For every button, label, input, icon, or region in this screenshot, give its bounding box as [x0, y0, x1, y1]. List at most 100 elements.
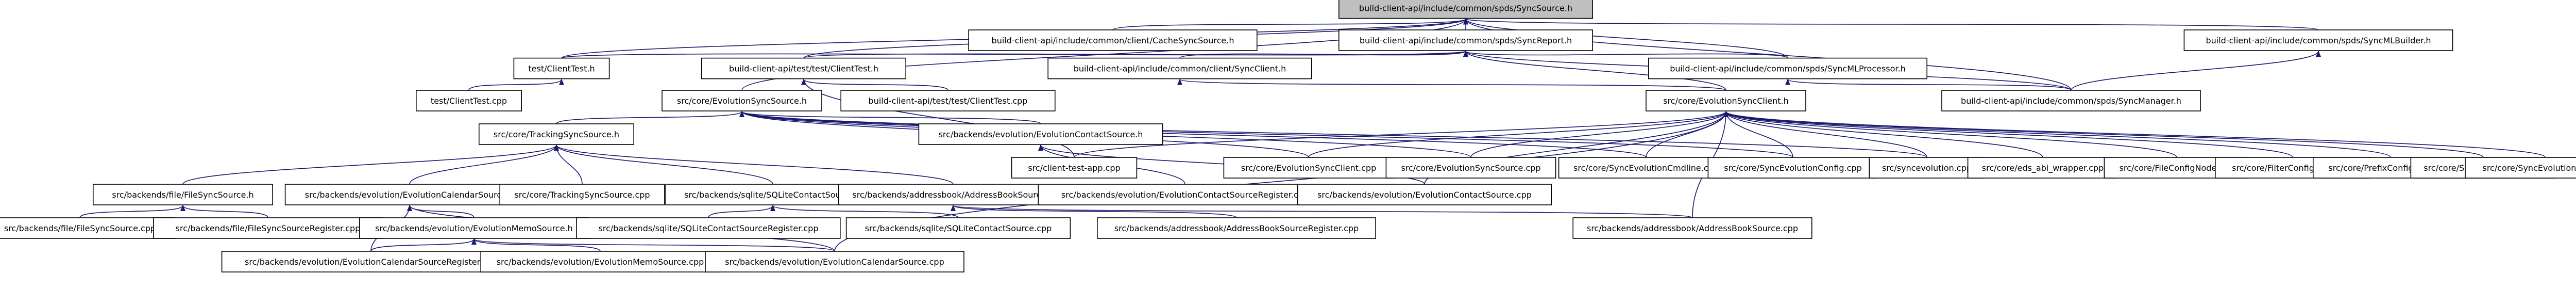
dependency-edge — [1308, 111, 1728, 158]
file-node-label: src/backends/sqlite/SQLiteContactSource.… — [684, 190, 861, 200]
file-node-label: src/core/FileConfigNode.cpp — [2120, 163, 2234, 173]
file-node-label: build-client-api/include/common/spds/Syn… — [1961, 96, 2181, 106]
file-node-filesyncsource-h[interactable]: src/backends/file/FileSyncSource.h — [93, 184, 273, 205]
dependency-edge — [471, 238, 601, 252]
file-node-box — [499, 184, 665, 205]
file-node-box — [1011, 157, 1138, 179]
file-node-test-clienttest-cpp[interactable]: test/ClientTest.cpp — [415, 90, 522, 111]
file-node-box — [513, 57, 610, 79]
dependency-edge — [1470, 111, 1728, 158]
file-node-syncclient-h[interactable]: build-client-api/include/common/client/S… — [1047, 57, 1312, 79]
file-node-syncevolution-cpp[interactable]: src/syncevolution.cpp — [1869, 157, 1985, 179]
dependency-edge — [182, 145, 559, 185]
file-node-label: src/backends/evolution/EvolutionCalendar… — [305, 190, 515, 200]
dependency-edges — [79, 18, 2546, 252]
file-node-label: src/syncevolution.cpp — [1882, 163, 1972, 173]
dependency-edge — [1723, 111, 2293, 158]
file-node-label: src/backends/file/FileSyncSource.cpp — [4, 223, 156, 233]
file-node-evolutioncalendarsource-h[interactable]: src/backends/evolution/EvolutionCalendar… — [284, 184, 535, 205]
file-node-bca-test-clienttest-h[interactable]: build-client-api/test/test/ClientTest.h — [701, 57, 907, 79]
file-node-evolutionmemosource-h[interactable]: src/backends/evolution/EvolutionMemoSour… — [359, 217, 589, 239]
file-node-syncevolutioncmdline-cpp[interactable]: src/core/SyncEvolutionCmdline.cpp — [1558, 157, 1734, 179]
file-node-evolutionsyncsource-cpp[interactable]: src/core/EvolutionSyncSource.cpp — [1385, 157, 1556, 179]
file-node-box — [918, 123, 1163, 145]
dependency-edge — [739, 111, 1041, 124]
file-node-box — [93, 184, 273, 205]
file-node-label: src/backends/file/FileSyncSourceRegister… — [176, 223, 361, 233]
file-node-sqlitecontactsource-cpp[interactable]: src/backends/sqlite/SQLiteContactSource.… — [845, 217, 1071, 239]
file-node-evolutionsyncclient-cpp[interactable]: src/core/EvolutionSyncClient.cpp — [1223, 157, 1394, 179]
file-node-syncsource-h[interactable]: build-client-api/include/common/spds/Syn… — [1338, 0, 1594, 19]
dependency-edge — [554, 145, 954, 185]
file-node-box — [838, 184, 1069, 205]
file-node-label: src/core/SyncEvolutionUtil.cpp — [2482, 163, 2576, 173]
file-node-label: src/backends/addressbook/AddressBookSour… — [1114, 223, 1359, 233]
dependency-edge — [2071, 51, 2321, 91]
file-node-syncevolutionconfig-cpp[interactable]: src/core/SyncEvolutionConfig.cpp — [1707, 157, 1878, 179]
file-node-evolutioncontactsource-cpp[interactable]: src/backends/evolution/EvolutionContactS… — [1297, 184, 1552, 205]
file-node-evolutioncalendarsource-cpp[interactable]: src/backends/evolution/EvolutionCalendar… — [705, 251, 964, 272]
file-node-trackingsyncsource-h[interactable]: src/core/TrackingSyncSource.h — [478, 123, 634, 145]
file-node-filesyncsource-cpp[interactable]: src/backends/file/FileSyncSource.cpp — [0, 217, 175, 239]
file-node-label: build-client-api/test/test/ClientTest.cp… — [869, 96, 1028, 106]
file-node-label: build-client-api/include/common/client/C… — [992, 36, 1234, 45]
file-node-evolutioncontactsource-h[interactable]: src/backends/evolution/EvolutionContactS… — [918, 123, 1163, 145]
file-node-evolutioncalendarsourceregister-cpp[interactable]: src/backends/evolution/EvolutionCalendar… — [221, 251, 521, 272]
file-node-evolutionmemosource-cpp[interactable]: src/backends/evolution/EvolutionMemoSour… — [480, 251, 720, 272]
file-node-evolutionsyncclient-h[interactable]: src/core/EvolutionSyncClient.h — [1646, 90, 1806, 111]
file-node-label: build-client-api/include/common/spds/Syn… — [1360, 36, 1572, 45]
file-node-syncmanager-h[interactable]: build-client-api/include/common/spds/Syn… — [1941, 90, 2201, 111]
file-node-eds-abi-wrapper-cpp[interactable]: src/core/eds_abi_wrapper.cpp — [1967, 157, 2119, 179]
file-node-box — [0, 217, 175, 239]
file-node-client-test-app-cpp[interactable]: src/client-test-app.cpp — [1011, 157, 1138, 179]
file-node-syncevolutionutil-cpp[interactable]: src/core/SyncEvolutionUtil.cpp — [2465, 157, 2576, 179]
file-node-bca-test-clienttest-cpp[interactable]: build-client-api/test/test/ClientTest.cp… — [840, 90, 1056, 111]
file-node-evolutionsyncsource-h[interactable]: src/core/EvolutionSyncSource.h — [662, 90, 822, 111]
dependency-edge — [1463, 51, 1726, 91]
file-node-label: src/backends/addressbook/AddressBookSour… — [852, 190, 1054, 200]
dependency-edge — [1179, 51, 1468, 59]
file-node-box — [968, 29, 1258, 51]
file-node-cachesyncsource-h[interactable]: build-client-api/include/common/client/C… — [968, 29, 1258, 51]
dependency-edge — [1112, 18, 1468, 30]
dependency-edge — [468, 78, 564, 91]
file-node-box — [1338, 29, 1594, 51]
file-node-test-clienttest-h[interactable]: test/ClientTest.h — [513, 57, 610, 79]
file-node-label: src/client-test-app.cpp — [1028, 163, 1120, 173]
file-node-evolutioncontactsourceregister-cpp[interactable]: src/backends/evolution/EvolutionContactS… — [1038, 184, 1332, 205]
dependency-edge — [739, 111, 1793, 158]
file-node-addressbooksourceregister-cpp[interactable]: src/backends/addressbook/AddressBookSour… — [1097, 217, 1377, 239]
dependency-edge — [554, 145, 773, 185]
dependency-edge — [1723, 111, 1927, 158]
file-node-label: src/backends/evolution/EvolutionContactS… — [939, 130, 1143, 139]
file-nodes: build-client-api/include/common/spds/Syn… — [0, 0, 2576, 272]
dependency-edge — [770, 205, 959, 218]
dependency-edge — [1723, 111, 1793, 158]
file-node-trackingsyncsource-cpp[interactable]: src/core/TrackingSyncSource.cpp — [499, 184, 665, 205]
file-node-label: src/backends/evolution/EvolutionCalendar… — [725, 257, 944, 267]
dependency-edge — [1074, 111, 1728, 158]
dependency-edge — [801, 78, 948, 91]
file-node-label: src/core/SyncEvolutionCmdline.cpp — [1573, 163, 1719, 173]
file-node-label: build-client-api/test/test/ClientTest.h — [729, 64, 878, 74]
file-node-label: src/core/SyncEvolutionConfig.cpp — [1724, 163, 1862, 173]
file-node-label: src/backends/file/FileSyncSource.h — [112, 190, 253, 200]
file-node-label: src/backends/evolution/EvolutionMemoSour… — [497, 257, 704, 267]
file-node-box — [1646, 90, 1806, 111]
file-node-label: src/backends/sqlite/SQLiteContactSourceR… — [599, 223, 819, 233]
dependency-edge — [1463, 18, 2319, 30]
file-node-addressbooksource-h[interactable]: src/backends/addressbook/AddressBookSour… — [838, 184, 1069, 205]
file-node-label: src/backends/evolution/EvolutionCalendar… — [245, 257, 497, 267]
file-node-syncmlprocessor-h[interactable]: build-client-api/include/common/spds/Syn… — [1648, 57, 1928, 79]
file-node-box — [2183, 29, 2453, 51]
file-node-sqlitecontactsourceregister-cpp[interactable]: src/backends/sqlite/SQLiteContactSourceR… — [576, 217, 841, 239]
file-node-syncreport-h[interactable]: build-client-api/include/common/spds/Syn… — [1338, 29, 1594, 51]
dependency-edge — [1463, 18, 1788, 58]
file-node-label: build-client-api/include/common/spds/Syn… — [1670, 64, 1906, 74]
dependency-edge — [554, 145, 583, 185]
file-node-syncmlbuilder-h[interactable]: build-client-api/include/common/spds/Syn… — [2183, 29, 2453, 51]
dependency-edge — [370, 238, 477, 252]
file-node-filesyncsourceregister-cpp[interactable]: src/backends/file/FileSyncSourceRegister… — [152, 217, 383, 239]
file-node-addressbooksource-cpp[interactable]: src/backends/addressbook/AddressBookSour… — [1572, 217, 1812, 239]
